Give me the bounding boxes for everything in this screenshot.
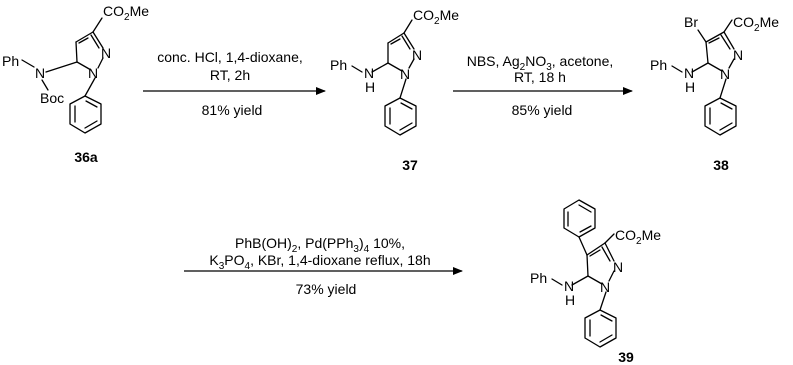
- ester-label-36a: CO2Me: [103, 3, 149, 23]
- compound-39: CO2Me N N N H Ph 39: [530, 199, 661, 365]
- ring-n1-label-39: N: [600, 279, 610, 295]
- step2-conditions-line1: NBS, Ag2NO3, acetone,: [467, 53, 614, 73]
- ring-n2-label-39: N: [613, 259, 623, 275]
- structure-36a: [21, 17, 104, 134]
- step3-conditions-line1: PhB(OH)2, Pd(PPh3)4 10%,: [235, 235, 405, 255]
- compound-37: CO2Me N N N H Ph 37: [330, 7, 459, 173]
- compound-id-38: 38: [713, 157, 729, 173]
- ring-n2-label-38: N: [733, 47, 743, 63]
- compound-38: Br CO2Me N N N H Ph 38: [650, 14, 779, 173]
- ester-label-39: CO2Me: [615, 227, 661, 247]
- amine-sub-label-38: Ph: [650, 57, 667, 73]
- compound-36a: CO2Me N N N Ph Boc 36a: [2, 3, 149, 165]
- step1-conditions-line1: conc. HCl, 1,4-dioxane,: [157, 49, 303, 65]
- reaction-step-1: conc. HCl, 1,4-dioxane, RT, 2h 81% yield: [143, 49, 326, 118]
- ring-n1-label-36a: N: [88, 65, 98, 81]
- ring-n1-label-38: N: [720, 66, 730, 82]
- amine-h-label-38: H: [685, 79, 695, 95]
- compound-id-36a: 36a: [74, 149, 98, 165]
- step3-yield: 73% yield: [296, 281, 357, 297]
- ester-label-37: CO2Me: [413, 7, 459, 27]
- ring-n1-label-37: N: [400, 66, 410, 82]
- reaction-step-3: PhB(OH)2, Pd(PPh3)4 10%, K3PO4, KBr, 1,4…: [184, 235, 463, 297]
- structure-37: [351, 19, 417, 136]
- step1-conditions-line2: RT, 2h: [210, 67, 250, 83]
- structure-39: [551, 199, 617, 348]
- step1-yield: 81% yield: [202, 102, 263, 118]
- compound-id-39: 39: [618, 349, 634, 365]
- amine-sub-label-36a: Ph: [2, 53, 19, 69]
- amine-h-label-37: H: [365, 79, 375, 95]
- step3-conditions-line2: K3PO4, KBr, 1,4-dioxane reflux, 18h: [209, 252, 430, 272]
- step2-yield: 85% yield: [512, 102, 573, 118]
- reaction-step-2: NBS, Ag2NO3, acetone, RT, 18 h 85% yield: [453, 53, 633, 118]
- step2-conditions-line2: RT, 18 h: [514, 69, 566, 85]
- amine-label-38: N: [684, 65, 694, 81]
- amine-sub-label-37: Ph: [330, 57, 347, 73]
- ring-n2-label-37: N: [412, 47, 422, 63]
- amine-h-label-39: H: [565, 292, 575, 308]
- amine-label-37: N: [364, 65, 374, 81]
- amine-label-39: N: [564, 278, 574, 294]
- bromine-label-38: Br: [684, 14, 698, 30]
- compound-id-37: 37: [402, 157, 418, 173]
- structure-38: [671, 19, 737, 136]
- boc-label-36a: Boc: [40, 90, 64, 106]
- ring-n2-label-36a: N: [101, 45, 111, 61]
- ester-label-38: CO2Me: [733, 14, 779, 34]
- amine-label-36a: N: [35, 65, 45, 81]
- amine-sub-label-39: Ph: [530, 270, 547, 286]
